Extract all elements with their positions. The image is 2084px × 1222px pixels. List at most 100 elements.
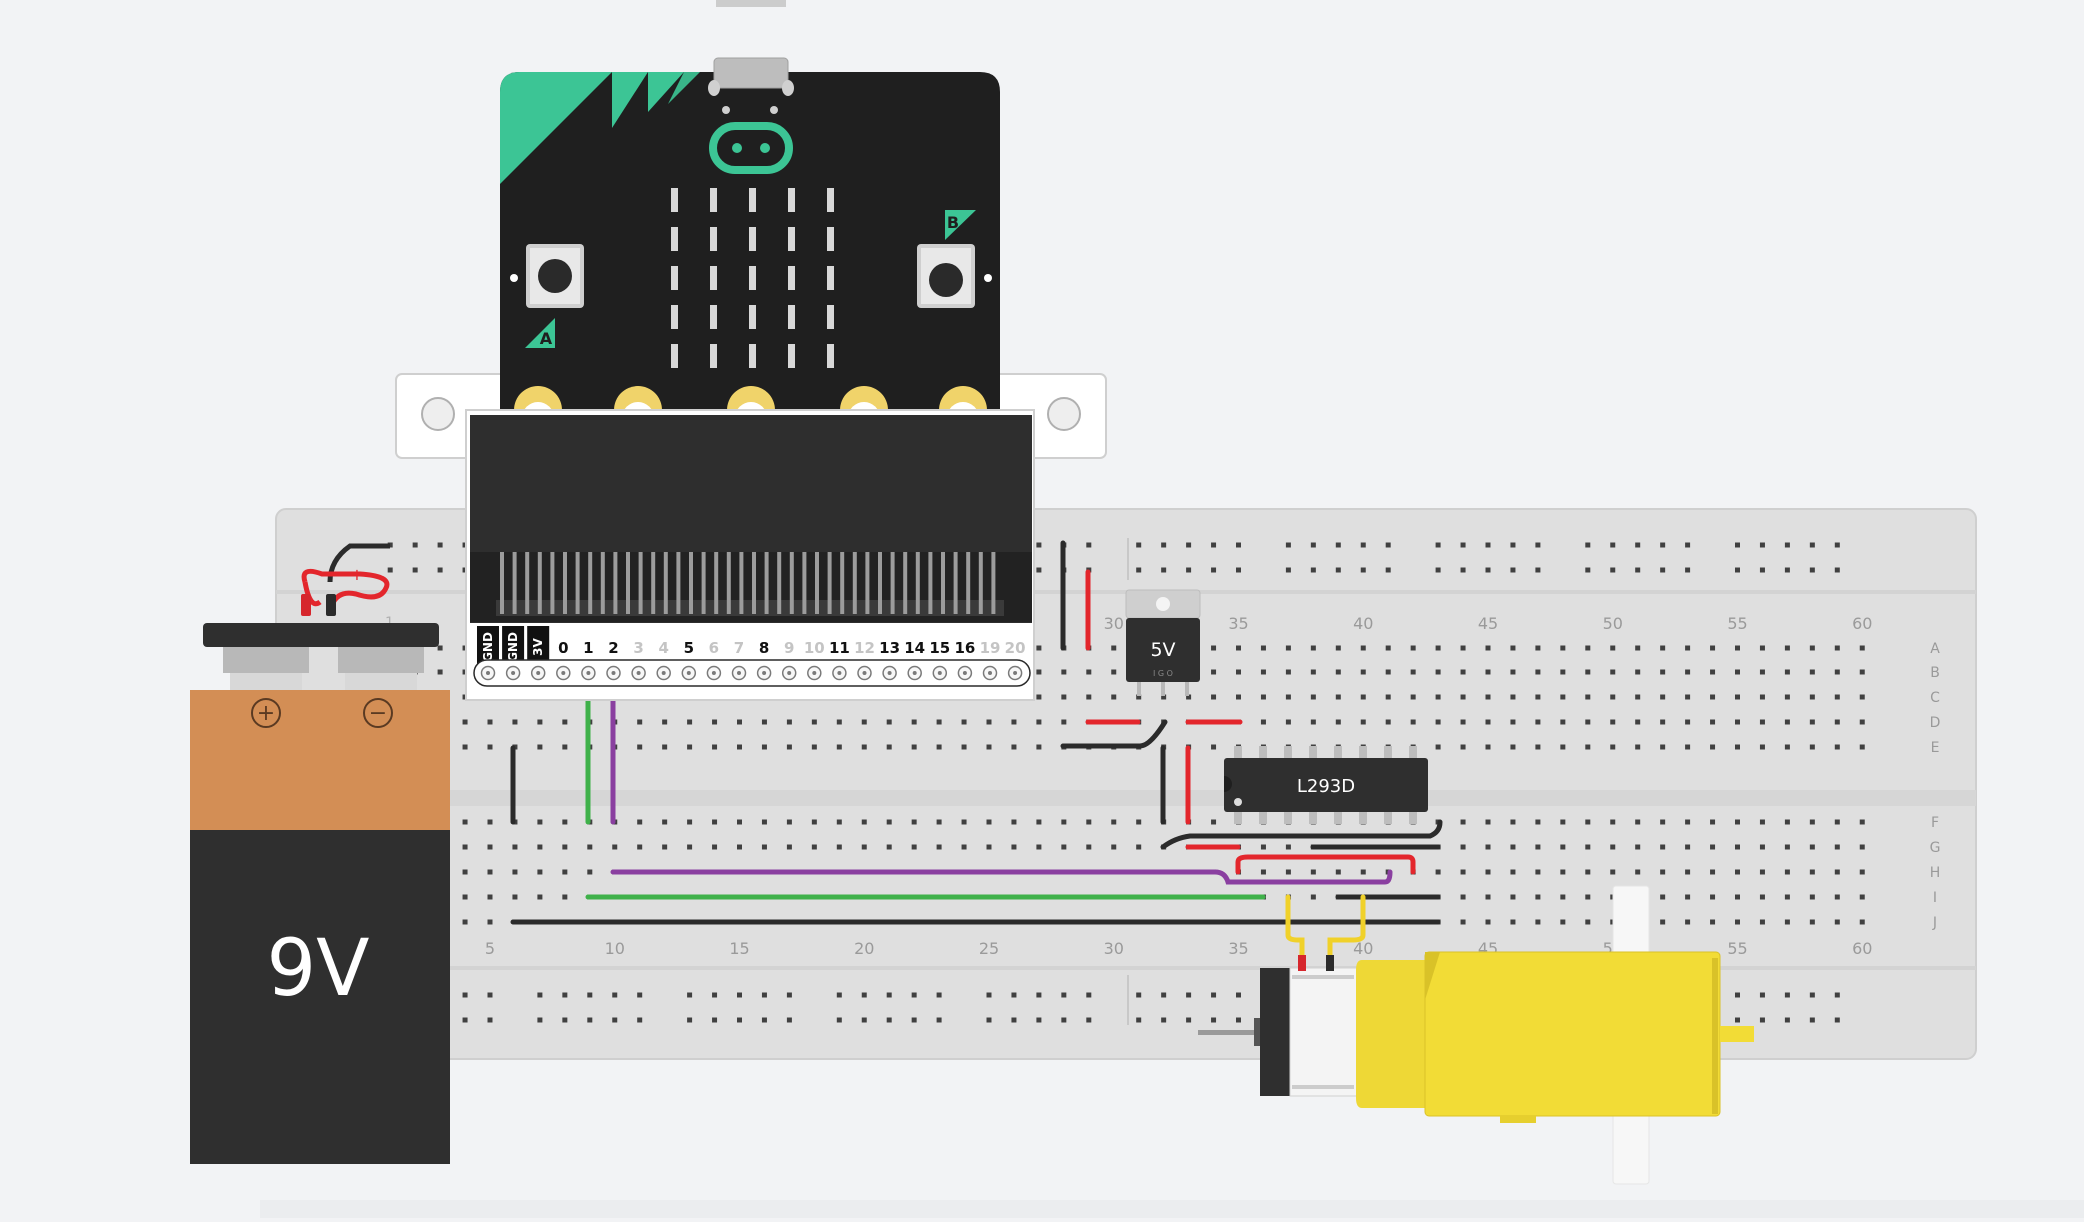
breadboard-hole[interactable] — [1834, 719, 1840, 725]
breadboard-hole[interactable] — [1211, 669, 1217, 675]
rail-hole[interactable] — [1759, 567, 1765, 573]
breadboard-hole[interactable] — [1585, 645, 1591, 651]
breadboard-hole[interactable] — [1784, 919, 1790, 925]
rail-hole[interactable] — [1161, 567, 1167, 573]
breadboard-hole[interactable] — [1310, 719, 1316, 725]
breadboard-hole[interactable] — [1086, 844, 1092, 850]
breadboard-hole[interactable] — [562, 719, 568, 725]
breadboard-hole[interactable] — [1610, 844, 1616, 850]
rail-hole[interactable] — [1635, 542, 1641, 548]
breadboard-hole[interactable] — [911, 744, 917, 750]
breadboard-hole[interactable] — [462, 719, 468, 725]
breadboard-hole[interactable] — [1410, 669, 1416, 675]
breadboard-hole[interactable] — [1236, 694, 1241, 700]
rail-hole[interactable] — [1759, 542, 1765, 548]
breadboard-hole[interactable] — [986, 744, 992, 750]
breadboard-hole[interactable] — [886, 844, 892, 850]
breadboard-hole[interactable] — [1485, 869, 1491, 875]
breadboard-hole[interactable] — [1635, 819, 1641, 825]
breadboard-hole[interactable] — [712, 819, 718, 825]
breadboard-hole[interactable] — [537, 819, 543, 825]
breadboard-hole[interactable] — [886, 819, 892, 825]
breadboard-hole[interactable] — [712, 744, 718, 750]
breadboard-hole[interactable] — [1435, 669, 1441, 675]
rail-hole[interactable] — [537, 1017, 543, 1023]
breadboard-hole[interactable] — [1285, 719, 1291, 725]
breadboard-hole[interactable] — [1610, 819, 1616, 825]
breadboard-hole[interactable] — [1460, 819, 1466, 825]
breadboard-hole[interactable] — [1535, 719, 1541, 725]
rail-hole[interactable] — [1535, 542, 1541, 548]
breadboard-hole[interactable] — [1260, 844, 1266, 850]
breadboard-hole[interactable] — [687, 819, 693, 825]
breadboard-hole[interactable] — [1809, 669, 1815, 675]
breadboard-hole[interactable] — [1385, 669, 1391, 675]
breadboard-hole[interactable] — [737, 744, 742, 750]
rail-hole[interactable] — [387, 567, 393, 573]
rail-hole[interactable] — [1061, 992, 1067, 998]
breadboard-hole[interactable] — [1385, 694, 1391, 700]
breadboard-hole[interactable] — [961, 844, 967, 850]
rail-hole[interactable] — [786, 1017, 792, 1023]
breadboard-hole[interactable] — [1784, 844, 1790, 850]
breadboard-hole[interactable] — [462, 894, 468, 900]
breadboard-hole[interactable] — [1859, 744, 1865, 750]
breadboard-hole[interactable] — [1260, 669, 1266, 675]
breadboard-hole[interactable] — [1260, 694, 1266, 700]
breadboard-hole[interactable] — [1460, 744, 1466, 750]
breadboard-hole[interactable] — [1660, 919, 1666, 925]
breadboard-hole[interactable] — [1485, 744, 1491, 750]
breadboard-hole[interactable] — [936, 844, 942, 850]
wire-black-e[interactable] — [1060, 719, 1168, 749]
breadboard-hole[interactable] — [487, 919, 493, 925]
breadboard-hole[interactable] — [936, 719, 942, 725]
breadboard-hole[interactable] — [1061, 719, 1067, 725]
breadboard-hole[interactable] — [1111, 844, 1117, 850]
rail-hole[interactable] — [1036, 992, 1042, 998]
breadboard-hole[interactable] — [1560, 645, 1566, 651]
breadboard-hole[interactable] — [1809, 869, 1815, 875]
breadboard-hole[interactable] — [1285, 694, 1291, 700]
breadboard-hole[interactable] — [1735, 694, 1740, 700]
breadboard-hole[interactable] — [1809, 819, 1815, 825]
breadboard-hole[interactable] — [986, 719, 992, 725]
breadboard-hole[interactable] — [1809, 719, 1815, 725]
breadboard-hole[interactable] — [1735, 669, 1740, 675]
breadboard-hole[interactable] — [462, 869, 468, 875]
breadboard-hole[interactable] — [1660, 694, 1666, 700]
breadboard-hole[interactable] — [786, 844, 792, 850]
breadboard-hole[interactable] — [1260, 869, 1266, 875]
breadboard-hole[interactable] — [1784, 645, 1790, 651]
breadboard-hole[interactable] — [1036, 819, 1042, 825]
rail-hole[interactable] — [1809, 992, 1815, 998]
breadboard-hole[interactable] — [1735, 844, 1740, 850]
breadboard-hole[interactable] — [1834, 744, 1840, 750]
breadboard-hole[interactable] — [1710, 694, 1716, 700]
rail-hole[interactable] — [1834, 1017, 1840, 1023]
breadboard-hole[interactable] — [1385, 645, 1391, 651]
breadboard-hole[interactable] — [1560, 694, 1566, 700]
breadboard-hole[interactable] — [1585, 844, 1591, 850]
breadboard-hole[interactable] — [1510, 869, 1516, 875]
breadboard-hole[interactable] — [1585, 819, 1591, 825]
breadboard-hole[interactable] — [537, 869, 543, 875]
breadboard-hole[interactable] — [986, 844, 992, 850]
breadboard-hole[interactable] — [1510, 844, 1516, 850]
breadboard-hole[interactable] — [1360, 669, 1366, 675]
breadboard-hole[interactable] — [1061, 694, 1067, 700]
breadboard-hole[interactable] — [1685, 744, 1691, 750]
rail-hole[interactable] — [1211, 542, 1217, 548]
breadboard-hole[interactable] — [462, 919, 468, 925]
breadboard-hole[interactable] — [1635, 869, 1641, 875]
rail-hole[interactable] — [462, 1017, 468, 1023]
breadboard-hole[interactable] — [1485, 694, 1491, 700]
breadboard-hole[interactable] — [1610, 645, 1616, 651]
breadboard-hole[interactable] — [1735, 894, 1740, 900]
breadboard-hole[interactable] — [1685, 894, 1691, 900]
breadboard-hole[interactable] — [687, 844, 693, 850]
breadboard-hole[interactable] — [1285, 869, 1291, 875]
breadboard-hole[interactable] — [1585, 694, 1591, 700]
rail-hole[interactable] — [1834, 992, 1840, 998]
rail-hole[interactable] — [1759, 992, 1765, 998]
